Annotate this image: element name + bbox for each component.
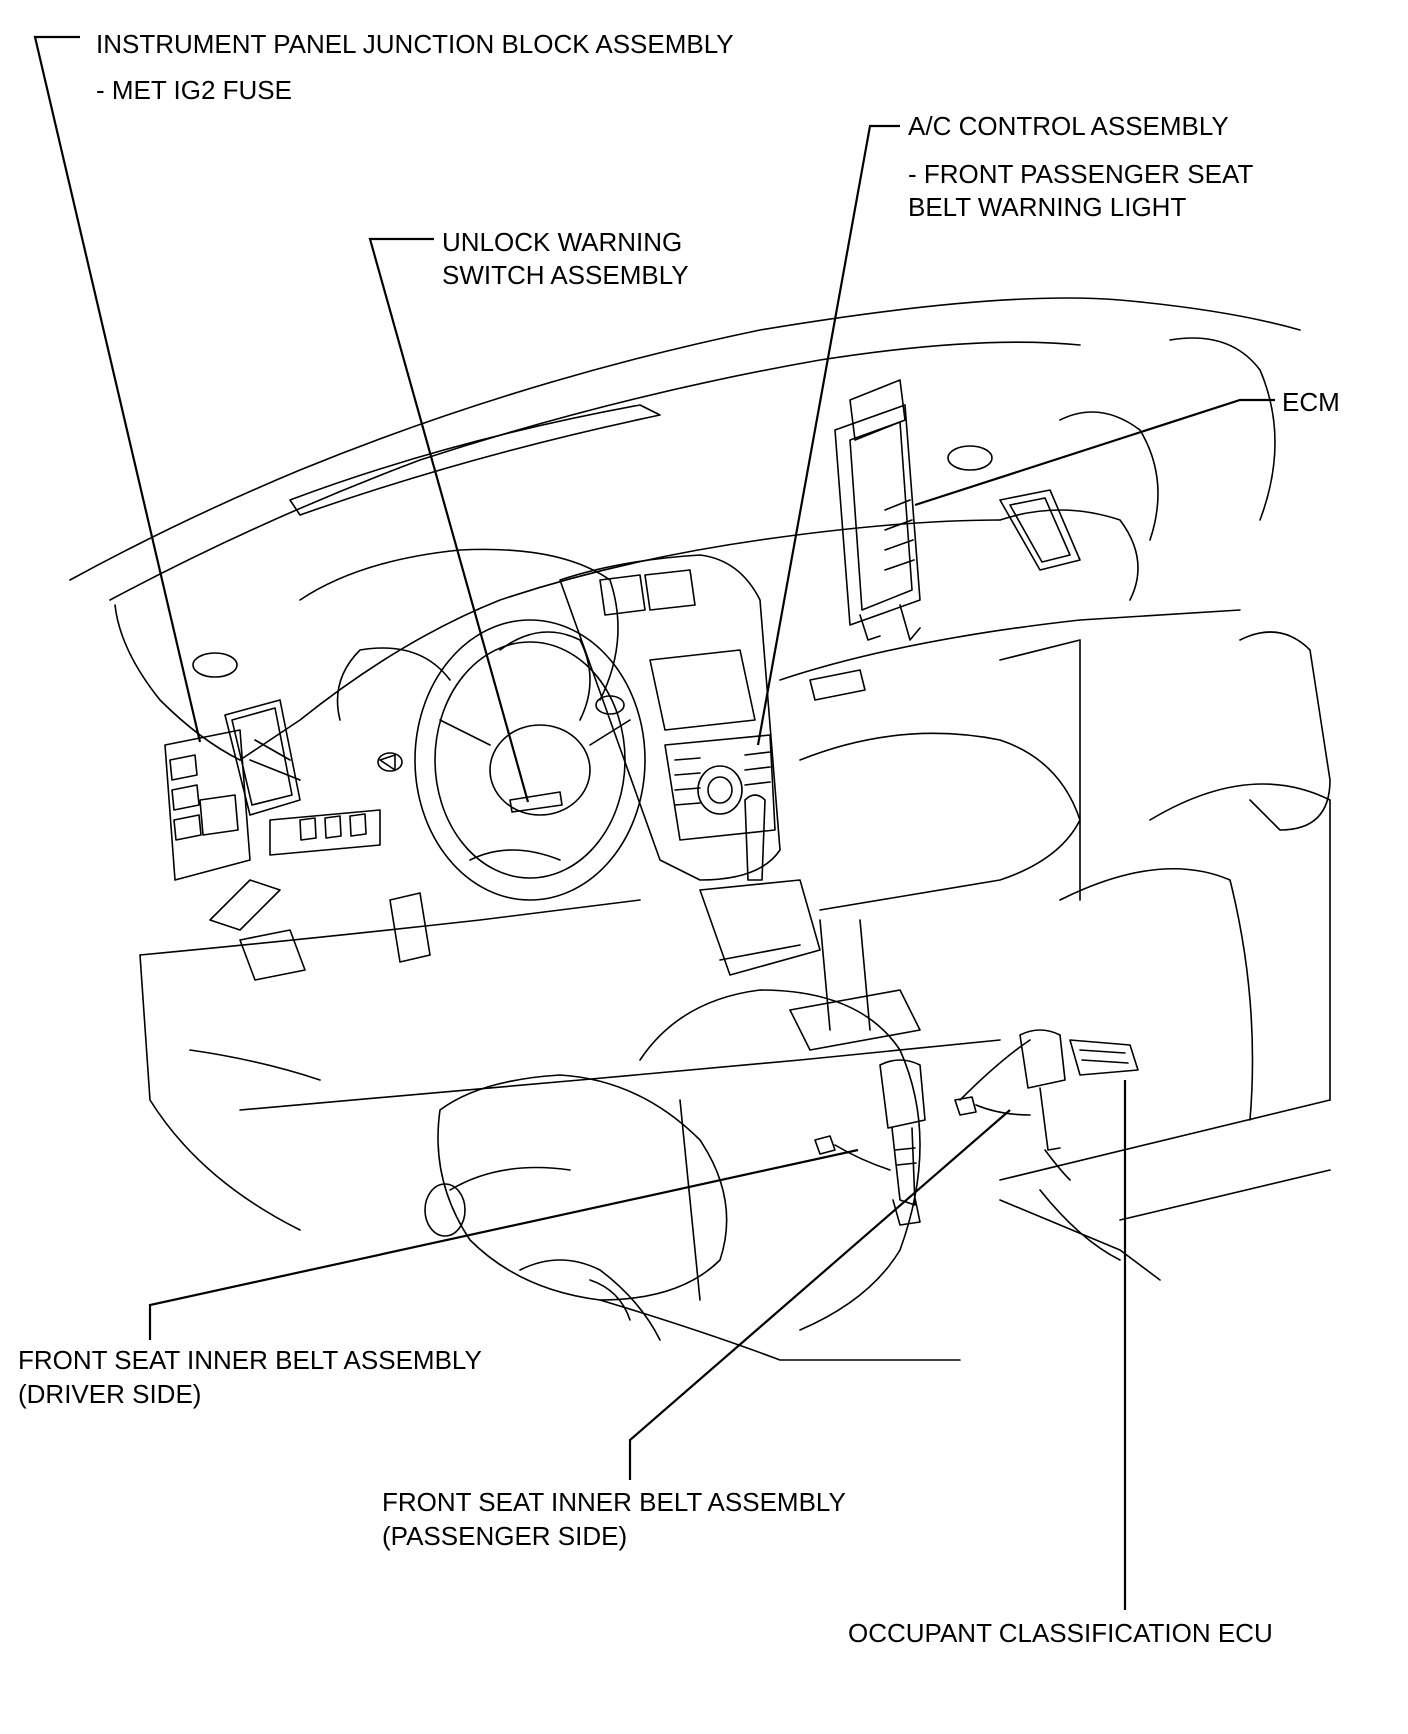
label-ip-junction-block: INSTRUMENT PANEL JUNCTION BLOCK ASSEMBLY	[96, 29, 734, 59]
seat-belt-buckles	[814, 1029, 1161, 1281]
leader-ecm	[914, 398, 1275, 507]
leader-belt-passenger	[628, 1109, 1011, 1480]
unlock-warning-switch-shape	[509, 791, 563, 813]
junction-block	[164, 699, 381, 931]
label-unlock-switch-1: UNLOCK WARNING	[442, 227, 683, 257]
leader-ip-junction-block	[33, 35, 202, 743]
driver-seat	[424, 989, 961, 1361]
passenger-dash	[779, 609, 1331, 1221]
occupant-classification-ecu-shape	[1069, 1039, 1139, 1076]
label-belt-passenger-1: FRONT SEAT INNER BELT ASSEMBLY	[382, 1487, 846, 1517]
center-console	[559, 554, 921, 1051]
label-ecm: ECM	[1282, 387, 1340, 417]
leader-lines	[33, 35, 1275, 1610]
label-belt-driver-1: FRONT SEAT INNER BELT ASSEMBLY	[18, 1345, 482, 1375]
label-ac-control: A/C CONTROL ASSEMBLY	[908, 111, 1229, 141]
leader-belt-driver	[148, 1148, 859, 1340]
dashboard-outline	[69, 297, 1301, 761]
leader-ac-control	[756, 124, 900, 746]
ecm-module	[834, 379, 921, 641]
label-belt-passenger-2: (PASSENGER SIDE)	[382, 1521, 628, 1551]
leader-unlock-switch	[368, 237, 530, 803]
label-ac-control-sub-1: - FRONT PASSENGER SEAT	[908, 159, 1254, 189]
label-belt-driver-2: (DRIVER SIDE)	[18, 1379, 202, 1409]
label-ip-junction-block-sub: - MET IG2 FUSE	[96, 75, 292, 105]
label-occupant-ecu: OCCUPANT CLASSIFICATION ECU	[848, 1618, 1273, 1648]
label-unlock-switch-2: SWITCH ASSEMBLY	[442, 260, 689, 290]
steering-wheel	[377, 619, 646, 901]
label-ac-control-sub-2: BELT WARNING LIGHT	[908, 192, 1187, 222]
floor-and-pedals	[139, 892, 1001, 1231]
